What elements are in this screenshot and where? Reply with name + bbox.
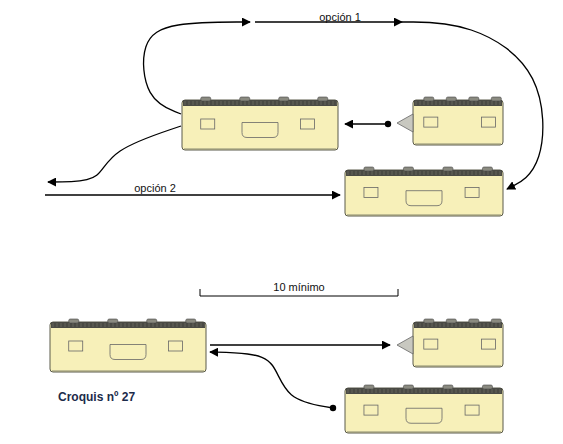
sketch-caption: Croquis nº 27	[58, 391, 135, 404]
movement-arrow	[345, 123, 388, 124]
dimension-label: 10 mínimo	[273, 281, 324, 293]
option-label: opción 1	[319, 11, 361, 23]
movement-arrow	[210, 352, 333, 408]
coupler	[397, 114, 413, 132]
wagon	[345, 385, 503, 433]
wagon	[182, 97, 338, 150]
wagon	[345, 167, 503, 216]
locomotive	[413, 97, 503, 145]
coupler	[397, 336, 413, 354]
start-dot	[385, 121, 391, 127]
wagon	[50, 319, 206, 372]
movement-arrow	[210, 344, 390, 345]
movement-arrow	[45, 194, 340, 195]
locomotive	[413, 319, 503, 367]
movement-arrow	[48, 126, 181, 182]
start-dot	[330, 405, 336, 411]
movement-arrow	[144, 22, 250, 114]
movement-arrow	[402, 22, 543, 189]
option-label: opción 2	[134, 182, 176, 194]
